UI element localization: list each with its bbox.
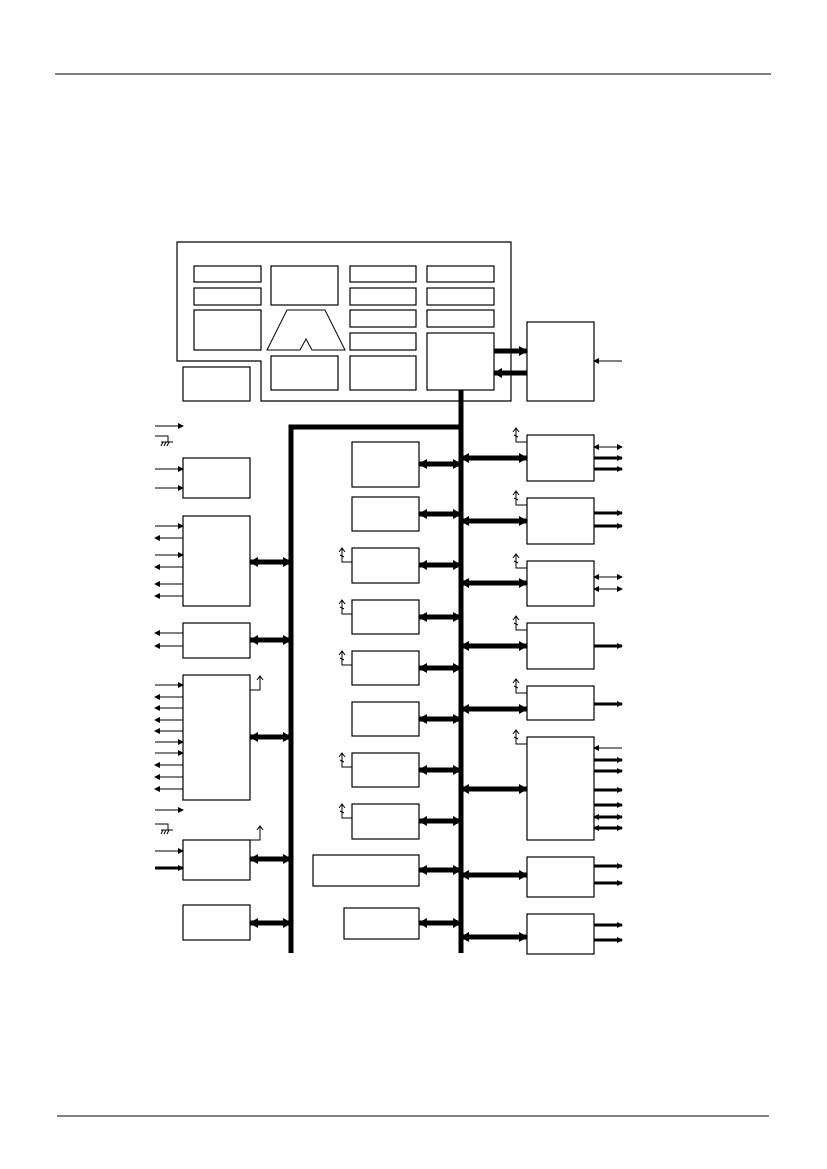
function-block	[351, 752, 420, 788]
function-block	[351, 496, 420, 532]
function-block	[349, 355, 417, 391]
function-block	[193, 287, 262, 306]
function-block	[182, 622, 251, 659]
function-block	[351, 701, 420, 737]
ground-icon	[155, 435, 173, 447]
clock-icon	[338, 803, 352, 819]
function-block	[426, 265, 495, 283]
function-block	[270, 265, 339, 306]
function-block	[349, 332, 417, 351]
function-block	[343, 907, 420, 940]
function-block	[351, 803, 420, 840]
function-block	[526, 434, 595, 482]
function-block	[182, 674, 251, 801]
clock-icon	[250, 675, 264, 691]
clock-icon	[512, 553, 527, 569]
clock-icon	[512, 729, 527, 745]
core-container	[176, 241, 512, 402]
clock-icon	[338, 599, 352, 615]
function-block	[526, 736, 595, 841]
function-block	[270, 355, 339, 391]
ground-icon	[155, 823, 173, 835]
function-block	[182, 904, 251, 941]
function-block	[526, 560, 595, 607]
function-block	[182, 457, 251, 499]
function-block	[182, 515, 251, 607]
function-block	[526, 622, 595, 670]
alu-trapezoid	[266, 309, 346, 351]
clock-icon	[512, 427, 527, 443]
function-block	[526, 321, 595, 402]
function-block	[526, 685, 595, 721]
function-block	[349, 265, 417, 283]
clock-icon	[512, 615, 527, 631]
clock-icon	[512, 678, 527, 694]
function-block	[426, 309, 495, 328]
function-block	[351, 599, 420, 635]
clock-icon	[338, 650, 352, 666]
function-block	[351, 650, 420, 686]
function-block	[182, 366, 251, 402]
clock-icon	[338, 547, 352, 563]
function-block	[312, 854, 420, 887]
function-block	[351, 547, 420, 584]
function-block	[349, 287, 417, 306]
function-block	[193, 265, 262, 283]
clock-icon	[338, 752, 352, 768]
clock-icon	[512, 490, 527, 506]
function-block	[526, 856, 595, 898]
function-block	[351, 441, 420, 488]
function-block	[526, 913, 595, 955]
function-block	[526, 497, 595, 545]
clock-icon	[250, 825, 264, 841]
function-block	[193, 309, 262, 351]
function-block	[349, 309, 417, 328]
function-block	[426, 332, 495, 391]
function-block	[182, 839, 251, 881]
function-block	[426, 287, 495, 306]
